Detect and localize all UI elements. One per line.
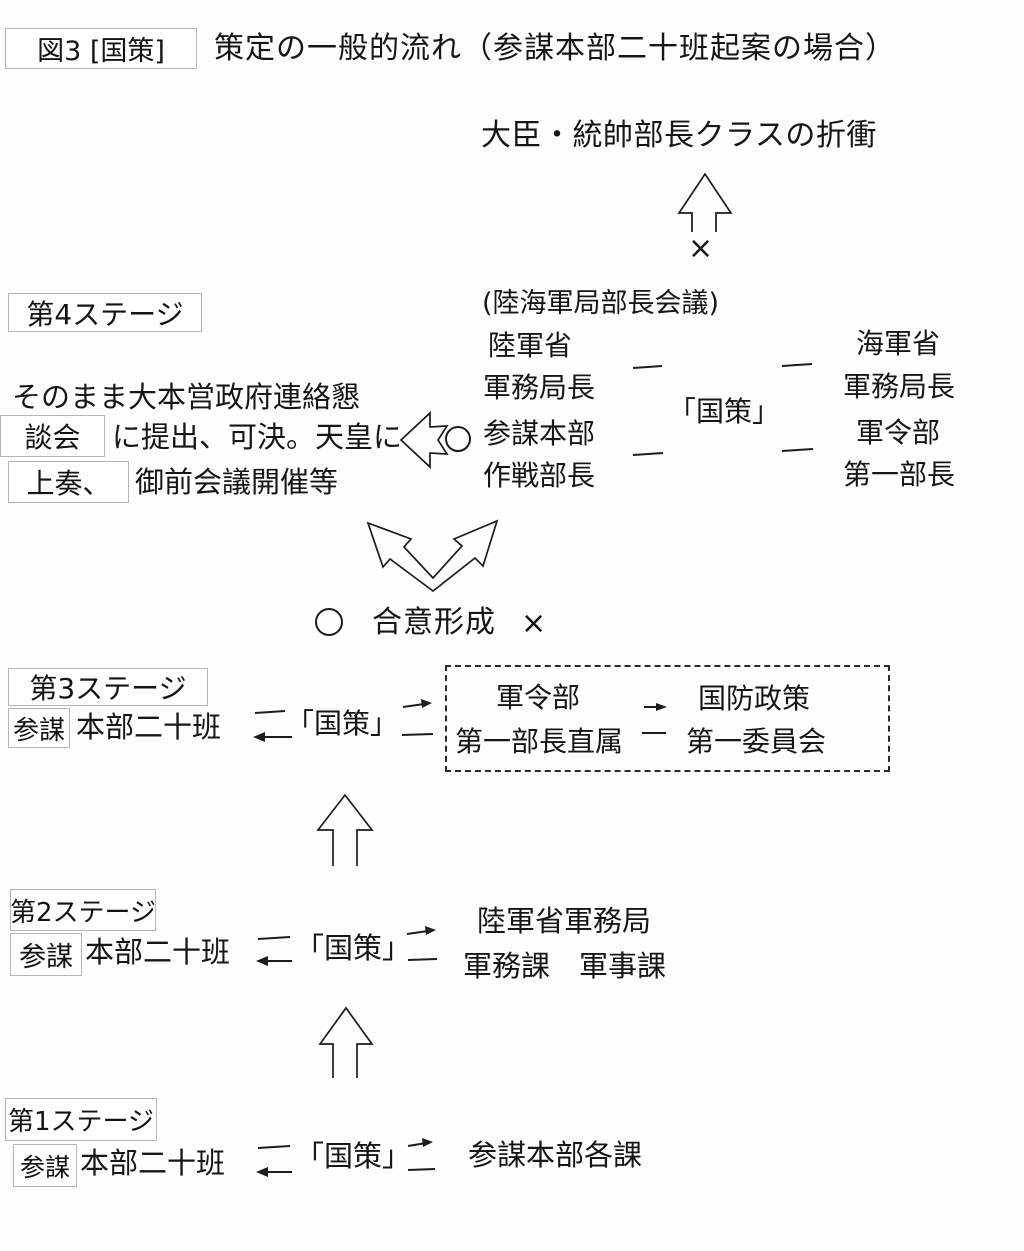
stage4-navy-line-3: 軍令部 [856, 416, 941, 449]
stage1-right-arrowhead [422, 1138, 433, 1147]
stage4-note-line-1: そのまま大本営政府連絡懇 [12, 380, 361, 414]
outcome-fail-mark: × [521, 606, 547, 641]
figure-title: 策定の一般的流れ（参謀本部二十班起案の場合） [214, 31, 896, 66]
stage1-label: 第1ステージ [7, 1107, 155, 1137]
stage1-dash-right-bottom [407, 1168, 436, 1171]
up-arrow-stage1-to-2 [318, 1006, 374, 1078]
stage1-partner: 参謀本部各課 [468, 1138, 643, 1172]
stage2-left-arrowhead [256, 956, 268, 966]
stage1-policy: 「国策」 [295, 1139, 412, 1173]
stage2-policy: 「国策」 [295, 931, 412, 965]
up-arrow-stage2-to-3 [316, 793, 374, 866]
negotiation-fail-mark: × [688, 231, 714, 266]
stage2-partner-line-1: 陸軍省軍務局 [477, 904, 652, 938]
outcome-label: 合意形成 [372, 605, 496, 640]
negotiation-label: 大臣・統帥部長クラスの折衝 [481, 118, 877, 153]
stage1-left-arrowhead [256, 1167, 268, 1177]
stage4-label-box: 第4ステージ [8, 293, 202, 332]
stage2-dash-right-bottom [407, 958, 438, 961]
stage3-partner-left-line-2: 第一部長直属 [455, 725, 624, 758]
branch-arrows-up [366, 519, 499, 593]
stage4-dash-left-bottom [632, 452, 664, 456]
stage3-right-arrowhead [421, 699, 432, 708]
stage4-navy-line-4: 第一部長 [843, 458, 956, 491]
stage3-label: 第3ステージ [29, 672, 187, 705]
stage3-label-box: 第3ステージ [8, 668, 208, 706]
stage2-partner-line-2: 軍務課 軍事課 [463, 949, 667, 983]
stage4-note-box-2: 上奏、 [8, 461, 129, 503]
stage3-partner-left-line-1: 軍令部 [496, 681, 581, 714]
stage4-army-line-1: 陸軍省 [488, 329, 573, 362]
stage4-navy-line-1: 海軍省 [856, 327, 941, 360]
stage3-partner-dashed-box [445, 665, 890, 772]
stage4-dash-right-top [781, 363, 813, 367]
stage2-actor-boxed-text: 参謀 [19, 942, 73, 973]
stage4-note-line-3: 御前会議開催等 [135, 465, 339, 499]
stage3-actor: 本部二十班 [76, 710, 222, 744]
stage2-dash-left-top [257, 936, 291, 940]
stage3-actor-box: 参謀 [8, 708, 70, 748]
stage3-partner-right-line-2: 第一委員会 [686, 725, 827, 758]
stage4-policy: 「国策」 [668, 395, 781, 428]
stage3-right-arrow-line [402, 703, 425, 708]
stage4-note-line-2: に提出、可決。天皇に [112, 420, 403, 454]
stage4-note-box-1: 談会 [0, 415, 105, 457]
stage2-right-arrowhead [425, 926, 436, 935]
stage3-dash-left-top [254, 710, 286, 714]
stage2-label: 第2ステージ [9, 897, 157, 928]
stage1-label-box: 第1ステージ [5, 1098, 157, 1141]
stage3-left-arrowhead [253, 732, 265, 742]
stage4-success-circle [445, 426, 471, 452]
stage4-dash-right-bottom [781, 448, 814, 452]
stage3-dash-right-bottom [401, 733, 434, 736]
stage4-army-line-2: 軍務局長 [483, 371, 596, 404]
stage4-army-line-3: 参謀本部 [483, 417, 596, 450]
stage2-actor: 本部二十班 [85, 935, 231, 969]
stage4-conference: (陸海軍局部長会議) [482, 288, 720, 319]
stage1-dash-left-top [257, 1145, 291, 1149]
figure-number-label: 図3 [国策] [37, 36, 165, 67]
figure-number-box: 図3 [国策] [5, 28, 197, 69]
stage1-actor-box: 参謀 [13, 1144, 77, 1187]
stage3-actor-boxed-text: 参謀 [12, 715, 65, 746]
stage4-dash-left-top [632, 365, 663, 369]
outcome-success-circle [315, 608, 343, 636]
stage4-army-line-4: 作戦部長 [483, 459, 596, 492]
left-arrow-stage4 [399, 411, 449, 469]
stage3-policy: 「国策」 [286, 707, 399, 740]
stage2-label-box: 第2ステージ [10, 889, 156, 931]
stage4-label: 第4ステージ [26, 297, 184, 331]
stage4-navy-line-2: 軍務局長 [843, 370, 956, 403]
stage2-actor-box: 参謀 [10, 933, 82, 976]
stage4-note-boxed-text-1: 談会 [24, 421, 81, 454]
stage1-actor-boxed-text: 参謀 [19, 1152, 70, 1182]
stage4-note-boxed-text-2: 上奏、 [26, 467, 111, 500]
stage3-partner-right-line-1: 国防政策 [698, 682, 811, 715]
up-arrow-to-negotiation [677, 172, 733, 232]
stage1-actor: 本部二十班 [80, 1146, 226, 1180]
